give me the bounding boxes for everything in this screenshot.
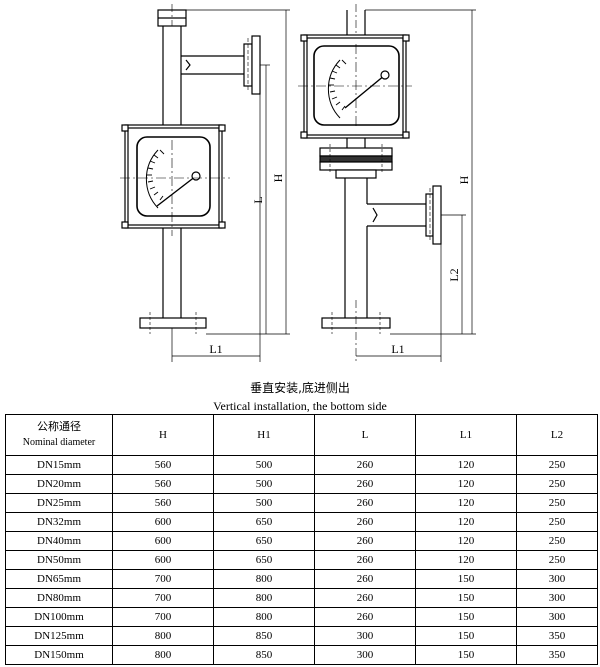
- cell-h1: 800: [213, 569, 315, 589]
- cell-h: 600: [112, 531, 214, 551]
- cell-l1: 120: [415, 455, 517, 475]
- left-flowmeter: [120, 4, 290, 362]
- cell-l: 260: [314, 531, 416, 551]
- cell-l1: 150: [415, 645, 517, 665]
- cell-h: 700: [112, 588, 214, 608]
- header-h: H: [112, 414, 214, 456]
- cell-l2: 350: [516, 645, 598, 665]
- cell-h: 560: [112, 474, 214, 494]
- cell-h: 600: [112, 550, 214, 570]
- cell-l2: 350: [516, 626, 598, 646]
- header-nominal-diameter-en: Nominal diameter: [22, 437, 96, 448]
- cell-l: 260: [314, 455, 416, 475]
- left-dim-h: H: [271, 173, 285, 182]
- cell-l2: 300: [516, 607, 598, 627]
- cell-l: 260: [314, 569, 416, 589]
- cell-nominal-diameter: DN40mm: [5, 531, 113, 551]
- cell-nominal-diameter: DN80mm: [5, 588, 113, 608]
- cell-l: 260: [314, 550, 416, 570]
- cell-nominal-diameter: DN15mm: [5, 455, 113, 475]
- cell-l: 300: [314, 626, 416, 646]
- cell-h1: 850: [213, 645, 315, 665]
- caption-english: Vertical installation, the bottom side: [213, 399, 387, 413]
- cell-h1: 650: [213, 550, 315, 570]
- cell-l1: 150: [415, 588, 517, 608]
- cell-l: 260: [314, 607, 416, 627]
- header-nominal-diameter: 公称通径 Nominal diameter: [5, 414, 113, 456]
- cell-h: 800: [112, 626, 214, 646]
- header-l2: L2: [516, 414, 598, 456]
- cell-l2: 300: [516, 588, 598, 608]
- cell-nominal-diameter: DN125mm: [5, 626, 113, 646]
- cell-l1: 120: [415, 550, 517, 570]
- cell-h1: 800: [213, 607, 315, 627]
- cell-l2: 250: [516, 455, 598, 475]
- cell-l1: 150: [415, 569, 517, 589]
- right-dim-l1: L1: [391, 342, 404, 356]
- cell-h1: 500: [213, 493, 315, 513]
- cell-nominal-diameter: DN20mm: [5, 474, 113, 494]
- left-dim-l1: L1: [209, 342, 222, 356]
- right-flowmeter: [298, 4, 476, 362]
- cell-nominal-diameter: DN100mm: [5, 607, 113, 627]
- cell-l1: 120: [415, 474, 517, 494]
- cell-l: 260: [314, 493, 416, 513]
- table-header-row: 公称通径 Nominal diameter H H1 L L1 L2: [5, 414, 598, 456]
- cell-l1: 120: [415, 512, 517, 532]
- cell-l: 260: [314, 588, 416, 608]
- header-l1: L1: [415, 414, 517, 456]
- right-dim-h: H: [457, 175, 471, 184]
- cell-l: 260: [314, 512, 416, 532]
- cell-h1: 500: [213, 474, 315, 494]
- cell-l2: 250: [516, 474, 598, 494]
- cell-nominal-diameter: DN150mm: [5, 645, 113, 665]
- cell-l1: 150: [415, 607, 517, 627]
- cell-l2: 250: [516, 531, 598, 551]
- cell-h: 560: [112, 493, 214, 513]
- cell-l: 260: [314, 474, 416, 494]
- cell-l1: 150: [415, 626, 517, 646]
- cell-h: 800: [112, 645, 214, 665]
- cell-h1: 850: [213, 626, 315, 646]
- cell-l2: 250: [516, 550, 598, 570]
- cell-h: 560: [112, 455, 214, 475]
- cell-h: 700: [112, 607, 214, 627]
- right-dim-l2: L2: [447, 268, 461, 281]
- header-nominal-diameter-cn: 公称通径: [37, 420, 81, 433]
- cell-l2: 300: [516, 569, 598, 589]
- cell-h1: 800: [213, 588, 315, 608]
- cell-nominal-diameter: DN25mm: [5, 493, 113, 513]
- cell-l1: 120: [415, 493, 517, 513]
- header-h1: H1: [213, 414, 315, 456]
- cell-h1: 650: [213, 531, 315, 551]
- cell-h1: 650: [213, 512, 315, 532]
- cell-nominal-diameter: DN65mm: [5, 569, 113, 589]
- cell-nominal-diameter: DN50mm: [5, 550, 113, 570]
- cell-nominal-diameter: DN32mm: [5, 512, 113, 532]
- cell-l1: 120: [415, 531, 517, 551]
- flowmeter-drawing: H L L1 H L2 L1: [120, 4, 476, 362]
- cell-h: 700: [112, 569, 214, 589]
- cell-h1: 500: [213, 455, 315, 475]
- cell-l2: 250: [516, 493, 598, 513]
- cell-l: 300: [314, 645, 416, 665]
- caption-chinese: 垂直安装,底进侧出: [250, 381, 350, 395]
- cell-h: 600: [112, 512, 214, 532]
- left-dim-l: L: [251, 196, 265, 203]
- dimension-table: 公称通径 Nominal diameter H H1 L L1 L2 DN15m…: [5, 414, 598, 665]
- header-l: L: [314, 414, 416, 456]
- cell-l2: 250: [516, 512, 598, 532]
